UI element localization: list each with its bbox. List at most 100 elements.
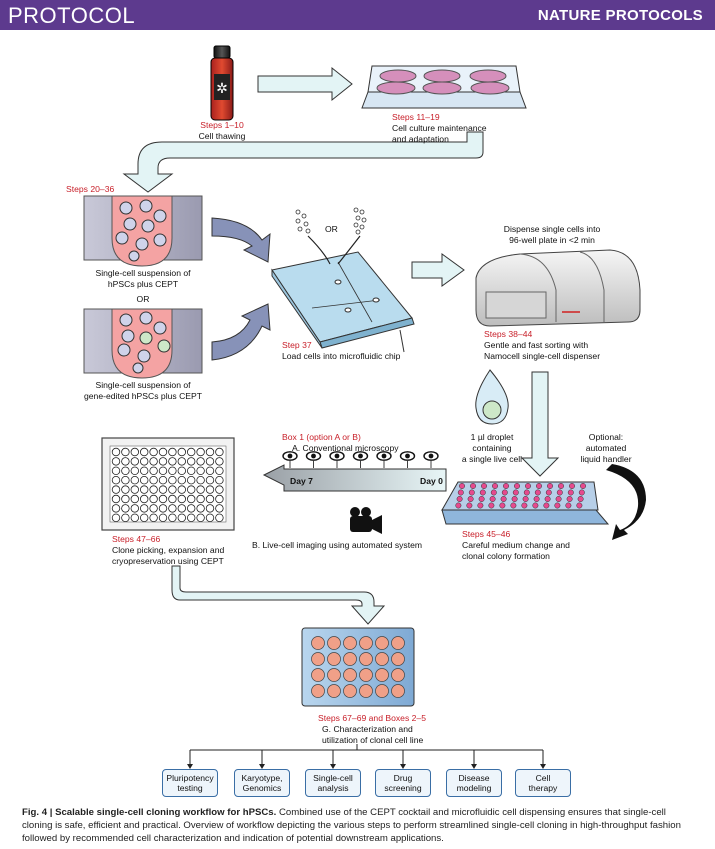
clone-well <box>158 485 168 494</box>
pink-well <box>533 496 540 502</box>
pink-well <box>536 483 542 489</box>
clone-well <box>215 513 224 522</box>
suspension-1-text-1: Single-cell suspension of <box>95 268 191 278</box>
pink-well <box>481 483 487 489</box>
characterization-well <box>327 652 341 666</box>
clone-well <box>177 485 186 494</box>
clone-well <box>158 476 168 485</box>
clone-picking-text-1: Clone picking, expansion and <box>112 545 225 555</box>
optional-text-1: Optional: <box>588 432 624 442</box>
step-37-label: Step 37 <box>282 340 312 350</box>
clone-well <box>111 466 121 475</box>
clone-well <box>186 476 196 485</box>
pink-well <box>492 483 498 489</box>
arrow-thaw-to-culture <box>257 66 353 102</box>
pink-well <box>455 502 462 509</box>
clone-well <box>205 466 215 475</box>
clone-well <box>111 504 121 513</box>
pink-well <box>555 496 562 502</box>
clone-well <box>139 476 149 485</box>
characterization-text-1: G. Characterization and <box>322 724 413 734</box>
step-20-36-label: Steps 20–36 <box>66 184 115 194</box>
pink-well <box>525 483 531 489</box>
clone-well <box>121 447 130 457</box>
clone-well <box>196 513 205 522</box>
clone-well <box>130 494 139 504</box>
box-1-label: Box 1 (option A or B) <box>282 432 361 442</box>
droplet-icon <box>475 369 509 425</box>
clone-well <box>149 447 158 457</box>
clone-well <box>186 457 196 466</box>
eye-icon <box>329 451 345 468</box>
step-38-44-label: Steps 38–44 <box>484 329 533 339</box>
characterization-text-2: utilization of clonal cell line <box>322 735 424 745</box>
droplet-text-3: a single live cell <box>461 454 523 464</box>
pink-well <box>522 496 529 502</box>
ninety-six-well-plate-icon <box>441 481 610 525</box>
pink-well <box>499 502 506 509</box>
microfluidic-chip-icon <box>271 251 415 353</box>
characterization-well <box>327 668 341 682</box>
branch-lines <box>189 744 544 766</box>
clone-well <box>168 447 177 457</box>
caption-text: Combined use of the CEPT cocktail and mi… <box>22 807 681 844</box>
step-45-46-label: Steps 45–46 <box>462 529 511 539</box>
clone-well <box>177 457 186 466</box>
clone-well <box>186 447 196 457</box>
cell-dispenser-machine-icon <box>475 249 641 327</box>
clone-well <box>215 485 224 494</box>
clone-well <box>168 504 177 513</box>
pink-well <box>514 483 520 489</box>
suspension-tube-2-icon <box>83 308 203 379</box>
clone-well <box>139 485 149 494</box>
clone-well <box>168 513 177 522</box>
clone-well <box>111 513 121 522</box>
sorting-text-1: Gentle and fast sorting with <box>484 340 589 350</box>
pink-well <box>468 489 475 496</box>
pink-well <box>512 489 519 496</box>
characterization-well <box>359 652 373 666</box>
microscope-eye-icons <box>282 451 439 468</box>
pink-well <box>477 502 484 509</box>
clone-well <box>205 504 215 513</box>
clone-well <box>205 447 215 457</box>
clone-plate-icon <box>101 437 235 531</box>
clone-well <box>215 466 224 475</box>
clone-well <box>149 513 158 522</box>
suspension-tube-1-icon <box>83 195 203 267</box>
clone-well <box>158 457 168 466</box>
clone-well <box>149 485 158 494</box>
live-imaging-text: B. Live-cell imaging using automated sys… <box>252 540 423 550</box>
eye-icon <box>423 451 439 468</box>
characterization-well <box>311 668 325 682</box>
pink-well <box>577 496 584 502</box>
characterization-well <box>375 668 389 682</box>
clone-well <box>205 513 215 522</box>
clone-well <box>177 466 186 475</box>
clone-well <box>130 447 139 457</box>
clone-well <box>111 494 121 504</box>
pink-well <box>558 483 564 489</box>
clone-well <box>186 513 196 522</box>
clone-well <box>121 513 130 522</box>
clone-well <box>121 485 130 494</box>
clone-well <box>111 476 121 485</box>
pink-well <box>565 502 572 509</box>
clone-well <box>186 485 196 494</box>
medium-change-text-1: Careful medium change and <box>462 540 570 550</box>
clone-well <box>158 494 168 504</box>
culture-text-2: and adaptation <box>392 134 449 144</box>
load-cells-text: Load cells into microfluidic chip <box>282 351 401 361</box>
characterization-well <box>327 684 341 698</box>
dispense-text-2: 96-well plate in <2 min <box>509 235 595 245</box>
clone-well <box>130 466 139 475</box>
pink-well <box>489 496 496 502</box>
characterization-well <box>311 684 325 698</box>
clone-well <box>177 447 186 457</box>
characterization-well <box>343 684 357 698</box>
pink-well <box>534 489 541 496</box>
caption-title: Fig. 4 | Scalable single-cell cloning wo… <box>22 807 277 818</box>
pink-well <box>521 502 528 509</box>
clone-well <box>121 466 130 475</box>
